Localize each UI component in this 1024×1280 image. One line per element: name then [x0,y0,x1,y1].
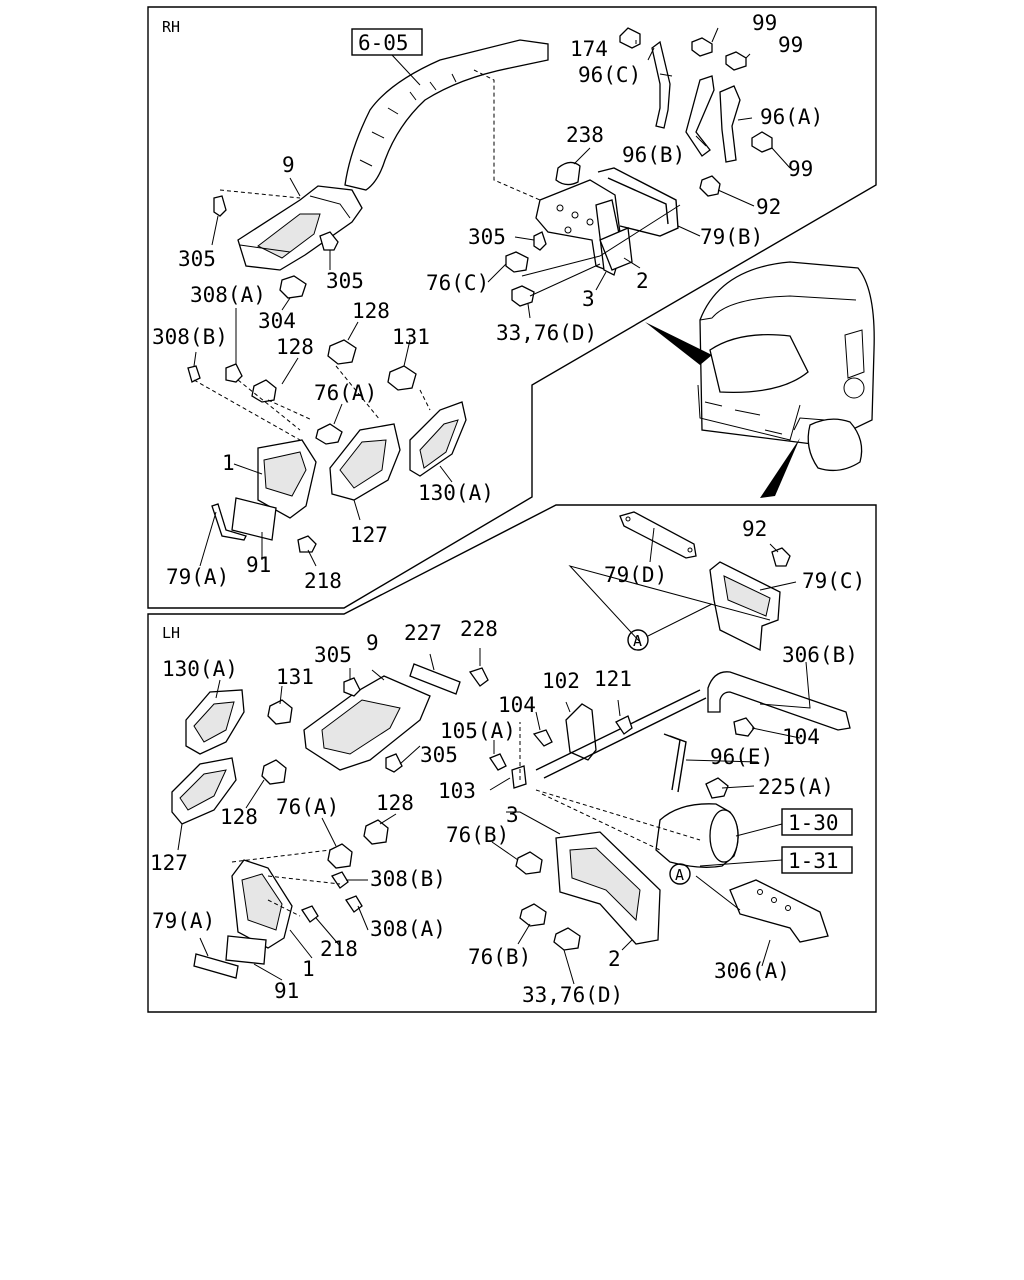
label-rh-96c: 96(C) [578,63,641,87]
lh-panel-frame [147,504,877,1013]
label-rh-127: 127 [350,523,388,547]
label-rh-79b: 79(B) [700,225,763,249]
label-lh-76b-b: 76(B) [468,945,531,969]
svg-text:A: A [675,866,684,884]
label-rh-308a: 308(A) [190,283,266,307]
label-rh-96b: 96(B) [622,143,685,167]
label-rh-92: 92 [756,195,781,219]
lh-leader-lines [177,527,811,985]
label-rh-305c: 305 [326,269,364,293]
label-rh-96a: 96(A) [760,105,823,129]
label-lh-104b: 104 [782,725,820,749]
lh-part-labels: 92 79(D) 79(C) 130(A) 9 227 228 305 131 … [150,517,865,1007]
label-rh-130a: 130(A) [418,481,494,505]
truck-cab-illustration [645,261,875,498]
label-lh-218: 218 [320,937,358,961]
label-rh-33-76d: 33,76(D) [496,321,597,345]
svg-text:1-31: 1-31 [788,849,839,873]
label-rh-128b: 128 [276,335,314,359]
label-lh-225a: 225(A) [758,775,834,799]
label-lh-128b: 128 [376,791,414,815]
label-lh-227: 227 [404,621,442,645]
label-lh-102: 102 [542,669,580,693]
svg-text:A: A [633,632,642,650]
label-rh-2: 2 [636,269,649,293]
label-rh-76c: 76(C) [426,271,489,295]
label-lh-121: 121 [594,667,632,691]
label-rh-174: 174 [570,37,608,61]
label-lh-308b: 308(B) [370,867,446,891]
label-lh-79d: 79(D) [604,563,667,587]
label-lh-79a: 79(A) [152,909,215,933]
label-lh-308a: 308(A) [370,917,446,941]
label-rh-128a: 128 [352,299,390,323]
lh-part-shapes [171,511,851,979]
label-rh-304: 304 [258,309,296,333]
label-lh-104a: 104 [498,693,536,717]
section-label-lh: LH [162,624,180,642]
label-lh-103: 103 [438,779,476,803]
label-lh-130a: 130(A) [162,657,238,681]
label-lh-76a: 76(A) [276,795,339,819]
rh-leader-lines [193,27,791,567]
label-lh-306b: 306(B) [782,643,858,667]
reference-marker-a-bottom: A [669,863,691,885]
rh-panel-frame [147,6,877,609]
label-rh-9: 9 [282,153,295,177]
label-lh-127: 127 [150,851,188,875]
label-rh-99a: 99 [752,11,777,35]
label-rh-218: 218 [304,569,342,593]
label-lh-96e: 96(E) [710,745,773,769]
label-lh-2: 2 [608,947,621,971]
label-rh-79a: 79(A) [166,565,229,589]
section-label-rh: RH [162,18,180,36]
label-rh-3: 3 [582,287,595,311]
label-rh-131: 131 [392,325,430,349]
label-rh-76a: 76(A) [314,381,377,405]
svg-text:6-05: 6-05 [358,31,409,55]
label-lh-306a: 306(A) [714,959,790,983]
rh-part-labels: 99 99 174 96(C) 96(A) 96(B) 99 238 92 9 … [152,11,823,593]
label-lh-9: 9 [366,631,379,655]
label-lh-305b: 305 [420,743,458,767]
label-lh-76b-a: 76(B) [446,823,509,847]
label-lh-305a: 305 [314,643,352,667]
label-rh-305b: 305 [178,247,216,271]
ref-box-1-30: 1-30 [781,808,853,836]
label-rh-99c: 99 [788,157,813,181]
label-rh-99b: 99 [778,33,803,57]
label-lh-128a: 128 [220,805,258,829]
lh-fasteners [261,547,791,951]
rh-part-shapes [211,39,741,541]
ref-box-6-05: 6-05 [351,28,423,56]
ref-box-1-31: 1-31 [781,846,853,874]
label-lh-105a: 105(A) [440,719,516,743]
rh-fasteners [187,27,773,553]
label-lh-3: 3 [506,803,519,827]
label-rh-1: 1 [222,451,235,475]
label-lh-131: 131 [276,665,314,689]
label-rh-305a: 305 [468,225,506,249]
label-lh-33-76d: 33,76(D) [522,983,623,1007]
label-rh-91: 91 [246,553,271,577]
label-lh-228: 228 [460,617,498,641]
label-rh-238: 238 [566,123,604,147]
label-rh-308b: 308(B) [152,325,228,349]
label-lh-1: 1 [302,957,315,981]
label-lh-79c: 79(C) [802,569,865,593]
label-lh-92: 92 [742,517,767,541]
reference-marker-a-top: A [627,629,649,651]
label-lh-91: 91 [274,979,299,1003]
svg-text:1-30: 1-30 [788,811,839,835]
